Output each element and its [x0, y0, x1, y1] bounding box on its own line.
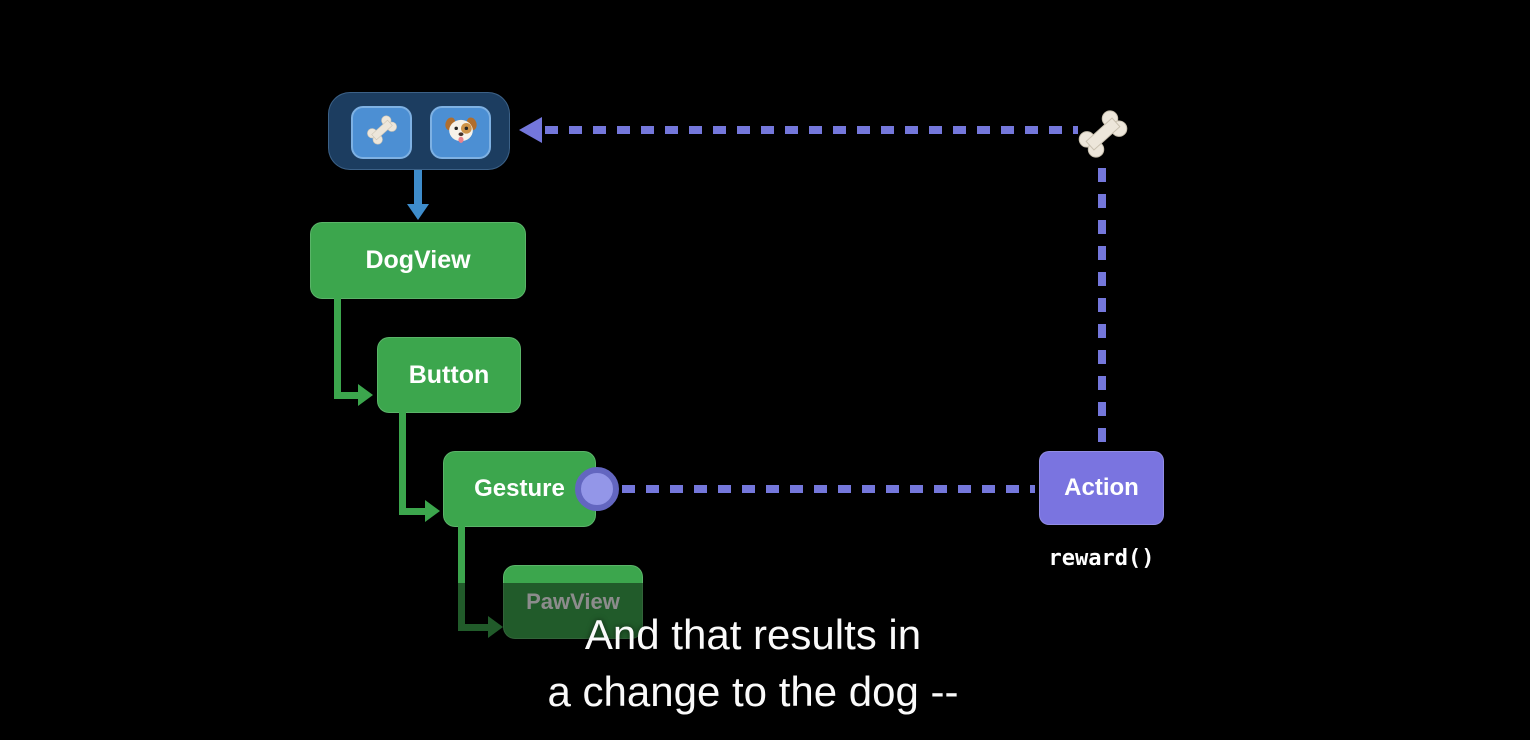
node-pawview: PawView — [503, 565, 643, 639]
dog-icon — [443, 112, 479, 153]
caption-overlay — [0, 583, 1530, 740]
state-tile-bone — [351, 106, 412, 159]
connector-dogview-to-button — [334, 392, 360, 399]
connector-gesture-to-pawview — [458, 526, 465, 628]
connector-button-to-gesture — [399, 508, 427, 515]
caption-line-1: And that results in — [584, 611, 922, 658]
connector-dogview-to-button — [334, 297, 341, 396]
reward-annotation: reward() — [1048, 546, 1155, 571]
app-state-container — [328, 92, 510, 170]
connector-state-to-dogview — [414, 170, 422, 206]
arrowhead-left-icon — [519, 117, 542, 143]
bone-icon — [1072, 103, 1134, 170]
connector-action-to-bone — [1098, 168, 1106, 445]
node-dogview-label: DogView — [365, 246, 471, 274]
bone-icon — [363, 111, 401, 154]
connector-bone-to-state — [545, 126, 1078, 134]
node-button-label: Button — [408, 360, 490, 389]
node-action-label: Action — [1064, 474, 1139, 501]
connector-button-to-gesture — [399, 412, 406, 512]
connector-gesture-to-pawview — [458, 624, 490, 631]
node-dogview: DogView — [310, 222, 526, 299]
arrowhead-down-icon — [407, 204, 429, 220]
node-pawview-label: PawView — [526, 589, 620, 614]
gesture-output-port — [575, 467, 619, 511]
caption-text: And that results in a change to the dog … — [0, 606, 1506, 720]
node-gesture-label: Gesture — [474, 475, 565, 502]
arrowhead-right-icon — [358, 384, 373, 406]
arrowhead-right-icon — [488, 616, 503, 638]
connector-gesture-to-action — [622, 485, 1035, 493]
node-gesture: Gesture — [443, 451, 596, 527]
arrowhead-right-icon — [425, 500, 440, 522]
state-tile-dog — [430, 106, 491, 159]
node-action: Action — [1039, 451, 1164, 525]
caption-line-2: a change to the dog -- — [547, 668, 959, 715]
node-button: Button — [377, 337, 521, 413]
